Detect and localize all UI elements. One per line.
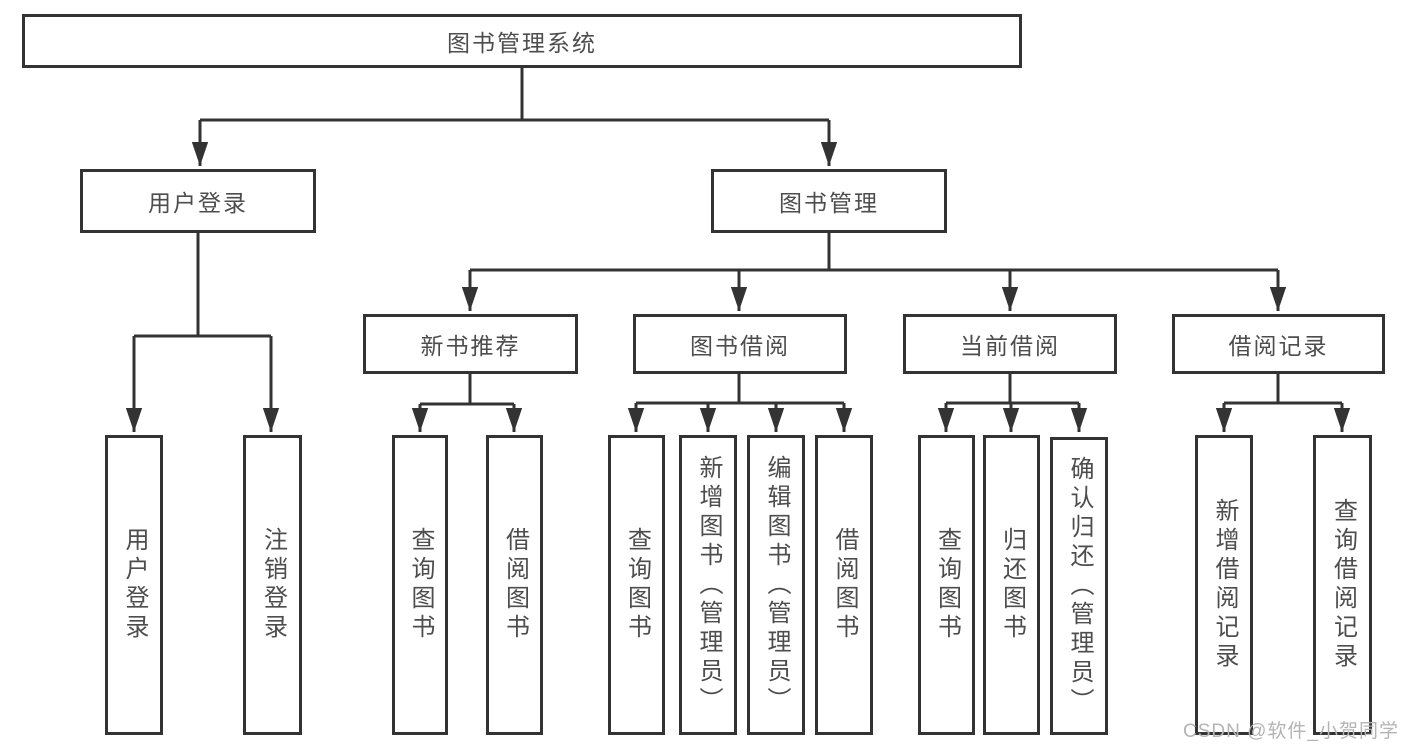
leaf-add-borrow-record: 新增借阅记录 bbox=[1195, 435, 1253, 735]
leaf-borrow-books-recommendation: 借阅图书 bbox=[486, 435, 543, 735]
csdn-watermark: CSDN @软件_小贺同学 bbox=[1183, 721, 1399, 742]
leaf-return-book: 归还图书 bbox=[983, 435, 1040, 735]
node-new-book-recommendation: 新书推荐 bbox=[363, 314, 578, 374]
leaf-borrow-books-borrowing: 借阅图书 bbox=[815, 435, 873, 735]
leaf-confirm-return-admin: 确认归还（管理员） bbox=[1050, 437, 1108, 735]
node-book-borrowing: 图书借阅 bbox=[633, 314, 847, 374]
leaf-query-borrow-record: 查询借阅记录 bbox=[1313, 435, 1372, 735]
node-book-management: 图书管理 bbox=[711, 169, 947, 233]
node-user-login: 用户登录 bbox=[80, 169, 316, 233]
leaf-add-book-admin: 新增图书（管理员） bbox=[679, 435, 737, 735]
node-current-borrowing: 当前借阅 bbox=[903, 314, 1117, 374]
leaf-logout: 注销登录 bbox=[243, 435, 302, 735]
leaf-query-books-recommendation: 查询图书 bbox=[392, 435, 448, 735]
leaf-query-books-borrowing: 查询图书 bbox=[608, 435, 665, 735]
leaf-user-login: 用户登录 bbox=[105, 435, 163, 735]
node-borrowing-records: 借阅记录 bbox=[1172, 314, 1385, 374]
leaf-edit-book-admin: 编辑图书（管理员） bbox=[747, 435, 805, 735]
node-root: 图书管理系统 bbox=[22, 14, 1022, 68]
leaf-query-books-current: 查询图书 bbox=[918, 435, 975, 735]
